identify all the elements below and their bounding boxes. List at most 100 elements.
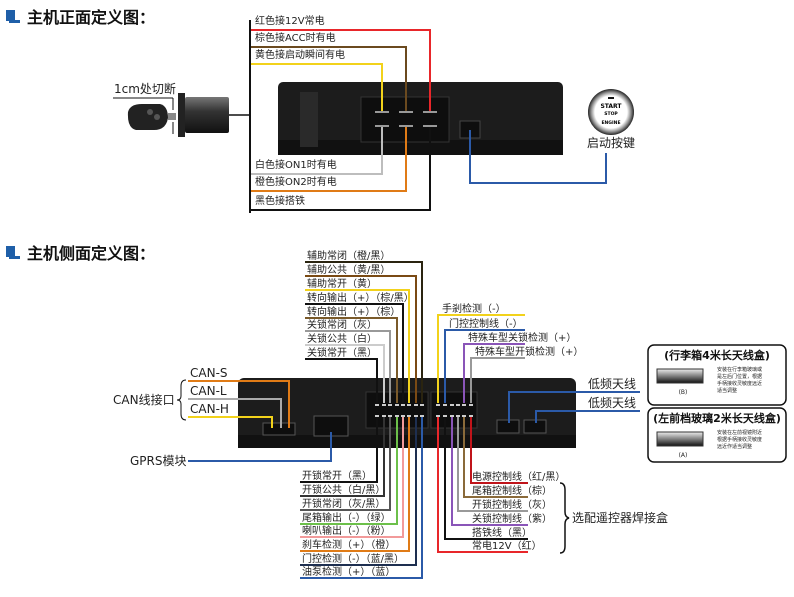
front-wire bbox=[251, 63, 383, 112]
top-left-wire-label: 辅助常开（黄） bbox=[307, 277, 377, 290]
bottom-right-wire-label: 尾箱控制线（棕） bbox=[472, 484, 552, 497]
bottom-left-wire bbox=[300, 417, 398, 525]
top-right-wire bbox=[444, 329, 525, 403]
start-button-wire bbox=[469, 130, 607, 184]
front-wire-label: 棕色接ACC时有电 bbox=[255, 31, 336, 44]
connector-pin bbox=[382, 415, 386, 417]
antenna-box-desc: 远近作适当调整 bbox=[717, 443, 752, 450]
antenna-box-desc: 适当调整 bbox=[717, 387, 737, 394]
front-wire-label: 红色接12V常电 bbox=[255, 14, 325, 27]
can-wire bbox=[188, 416, 273, 428]
top-right-wire-label: 手剎检测（-） bbox=[442, 302, 506, 315]
connector-pin bbox=[456, 415, 460, 417]
front-wire bbox=[251, 126, 407, 192]
bottom-right-wire bbox=[451, 417, 528, 526]
bottom-right-wire bbox=[463, 417, 528, 498]
top-left-wire bbox=[305, 344, 385, 403]
connector-pin bbox=[462, 415, 466, 417]
antenna-box-title: (左前档玻璃2米长天线盒) bbox=[653, 411, 781, 425]
front-wire-label: 黄色接启动瞬间有电 bbox=[255, 48, 345, 61]
svg-text:ENGINE: ENGINE bbox=[601, 120, 620, 126]
bottom-right-wire-label: 关锁控制线（紫） bbox=[472, 512, 552, 525]
top-left-wire-label: 辅助公共（黄/黑） bbox=[307, 263, 390, 276]
bottom-right-wire bbox=[470, 417, 528, 484]
connector-pin bbox=[450, 404, 454, 406]
can-wire-label: CAN-S bbox=[190, 366, 228, 380]
connector-pin bbox=[375, 125, 389, 127]
remote-brace bbox=[559, 482, 570, 554]
top-left-wire-label: 关锁公共（白） bbox=[307, 332, 377, 345]
bottom-left-wire-label: 尾箱输出（-）（绿） bbox=[302, 511, 391, 524]
bottom-left-wire-label: 开锁常开（黑） bbox=[302, 469, 372, 482]
top-left-wire-label: 转向输出（+）（棕） bbox=[307, 305, 400, 318]
bottom-left-wire bbox=[300, 417, 417, 566]
bottom-left-wire-label: 油泵检测（+）（蓝） bbox=[302, 565, 395, 578]
connector-pin bbox=[450, 415, 454, 417]
can-wire bbox=[188, 398, 282, 428]
front-host-unit bbox=[278, 82, 563, 155]
bottom-left-wire-label: 喇叭输出（-）（粉） bbox=[302, 524, 391, 537]
can-wire-label: CAN-H bbox=[190, 402, 229, 416]
front-wire bbox=[251, 126, 431, 211]
front-wire bbox=[251, 29, 431, 112]
antenna-box-tag: (A) bbox=[679, 452, 688, 459]
connector-pin bbox=[420, 404, 424, 406]
bottom-right-wire bbox=[457, 417, 528, 512]
front-title: 主机正面定义图： bbox=[27, 8, 155, 27]
top-right-wire bbox=[463, 343, 525, 403]
top-left-wire bbox=[305, 289, 410, 403]
bottom-left-wire-label: 开锁常闭（灰/黑） bbox=[302, 497, 385, 510]
can-brace bbox=[176, 379, 187, 421]
antenna-label: 低频天线 bbox=[588, 396, 636, 410]
connector-pin bbox=[436, 404, 440, 406]
bottom-left-wire bbox=[300, 417, 391, 511]
front-wire-label: 黑色接搭铁 bbox=[255, 194, 305, 207]
antenna-box-desc: 根据手柄接收灵敏度 bbox=[717, 436, 762, 443]
antenna-bar-image bbox=[656, 368, 704, 384]
connector-pin bbox=[375, 415, 379, 417]
antenna-box-desc: 安装在行李箱玻璃或 bbox=[717, 366, 762, 373]
antenna-box-b: (行李箱4米长天线盒)(B)安装在行李箱玻璃或是左后门位置，根据手柄接收灵敏度远… bbox=[647, 344, 787, 406]
connector-pin bbox=[375, 111, 389, 113]
bottom-left-wire-label: 开锁公共（白/黑） bbox=[302, 483, 385, 496]
front-wire bbox=[251, 46, 407, 112]
bottom-left-wire bbox=[300, 417, 423, 579]
top-right-wire-label: 门控控制线（-） bbox=[449, 317, 523, 330]
gprs-label: GPRS模块 bbox=[130, 454, 187, 468]
top-left-wire-label: 转向输出（+）（棕/黑） bbox=[307, 291, 414, 304]
antenna-wire bbox=[508, 391, 640, 423]
bottom-left-wire bbox=[300, 417, 410, 552]
top-left-wire bbox=[305, 317, 398, 403]
can-group-label: CAN线接口 bbox=[113, 392, 175, 407]
connector-pin bbox=[399, 125, 413, 127]
bottom-right-wire-label: 搭铁线（黑） bbox=[472, 526, 532, 539]
connector-pin bbox=[395, 415, 399, 417]
top-left-wire-label: 关锁常开（黑） bbox=[307, 346, 377, 359]
connector-pin bbox=[469, 415, 473, 417]
connector-pin bbox=[469, 404, 473, 406]
top-left-wire-label: 关锁常闭（灰） bbox=[307, 318, 377, 331]
connector-pin bbox=[420, 415, 424, 417]
connector-pin bbox=[443, 404, 447, 406]
side-header: 主机侧面定义图： bbox=[6, 244, 155, 263]
connector-pin bbox=[382, 404, 386, 406]
top-left-wire bbox=[305, 261, 423, 403]
connector-pin bbox=[399, 111, 413, 113]
connector-pin bbox=[407, 404, 411, 406]
header-bullet-icon bbox=[6, 246, 15, 257]
bottom-left-wire-label: 刹车检测（+）（橙） bbox=[302, 538, 395, 551]
start-button-image: START STOP ENGINE 启动按键 bbox=[587, 89, 635, 150]
gprs-wire bbox=[188, 432, 332, 462]
can-wire bbox=[188, 380, 290, 428]
side-title: 主机侧面定义图： bbox=[27, 244, 155, 263]
bottom-left-wire bbox=[300, 417, 385, 497]
top-left-wire bbox=[305, 303, 404, 403]
antenna-box-a: (左前档玻璃2米长天线盒)(A)安装在左前视镜附近根据手柄接收灵敏度远近作适当调… bbox=[647, 407, 787, 463]
connector-pin bbox=[462, 404, 466, 406]
connector-pin bbox=[414, 415, 418, 417]
antenna-box-desc: 手柄接收灵敏度远近 bbox=[717, 380, 762, 387]
top-right-wire bbox=[470, 357, 525, 403]
top-right-wire-label: 特殊车型开锁检测（+） bbox=[475, 345, 583, 358]
antenna-bar-image bbox=[656, 431, 704, 447]
